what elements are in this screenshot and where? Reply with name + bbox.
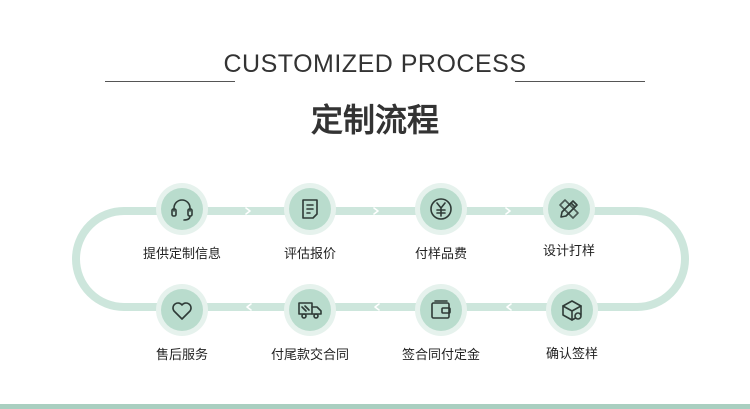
step-node-7 xyxy=(284,284,336,336)
step-node-1 xyxy=(156,183,208,235)
process-loop-track xyxy=(72,207,689,311)
yen-coin-icon xyxy=(430,198,452,220)
title-rule-left xyxy=(105,81,235,82)
step-label-7: 付尾款交合同 xyxy=(270,348,349,363)
step-node-6 xyxy=(415,284,467,336)
arrow-left-icon xyxy=(246,303,252,311)
bottom-accent-bar xyxy=(0,404,750,409)
step-node-2 xyxy=(284,183,336,235)
pencil-ruler-icon xyxy=(559,199,579,219)
headset-icon xyxy=(171,199,193,221)
arrow-left-icon xyxy=(374,303,380,311)
arrow-right-icon xyxy=(505,207,511,215)
step-label-2: 评估报价 xyxy=(283,247,336,262)
step-label-3: 付样品费 xyxy=(414,247,467,262)
arrow-right-icon xyxy=(373,207,379,215)
package-gear-icon xyxy=(562,300,582,321)
wallet-icon xyxy=(431,300,451,319)
arrow-left-icon xyxy=(506,303,512,311)
document-icon xyxy=(302,199,318,219)
step-node-4 xyxy=(543,183,595,235)
title-chinese: 定制流程 xyxy=(310,101,439,139)
step-label-8: 售后服务 xyxy=(155,348,208,363)
step-node-3 xyxy=(415,183,467,235)
step-label-1: 提供定制信息 xyxy=(142,247,221,262)
title-english: CUSTOMIZED PROCESS xyxy=(223,50,527,78)
arrow-right-icon xyxy=(245,207,251,215)
delivery-truck-icon xyxy=(298,302,322,319)
title-rule-right xyxy=(515,81,645,82)
step-label-4: 设计打样 xyxy=(542,244,595,259)
step-node-5 xyxy=(546,284,598,336)
step-label-6: 签合同付定金 xyxy=(401,348,480,363)
step-label-5: 确认签样 xyxy=(545,347,598,362)
heart-icon xyxy=(172,302,192,320)
step-node-8 xyxy=(156,284,208,336)
